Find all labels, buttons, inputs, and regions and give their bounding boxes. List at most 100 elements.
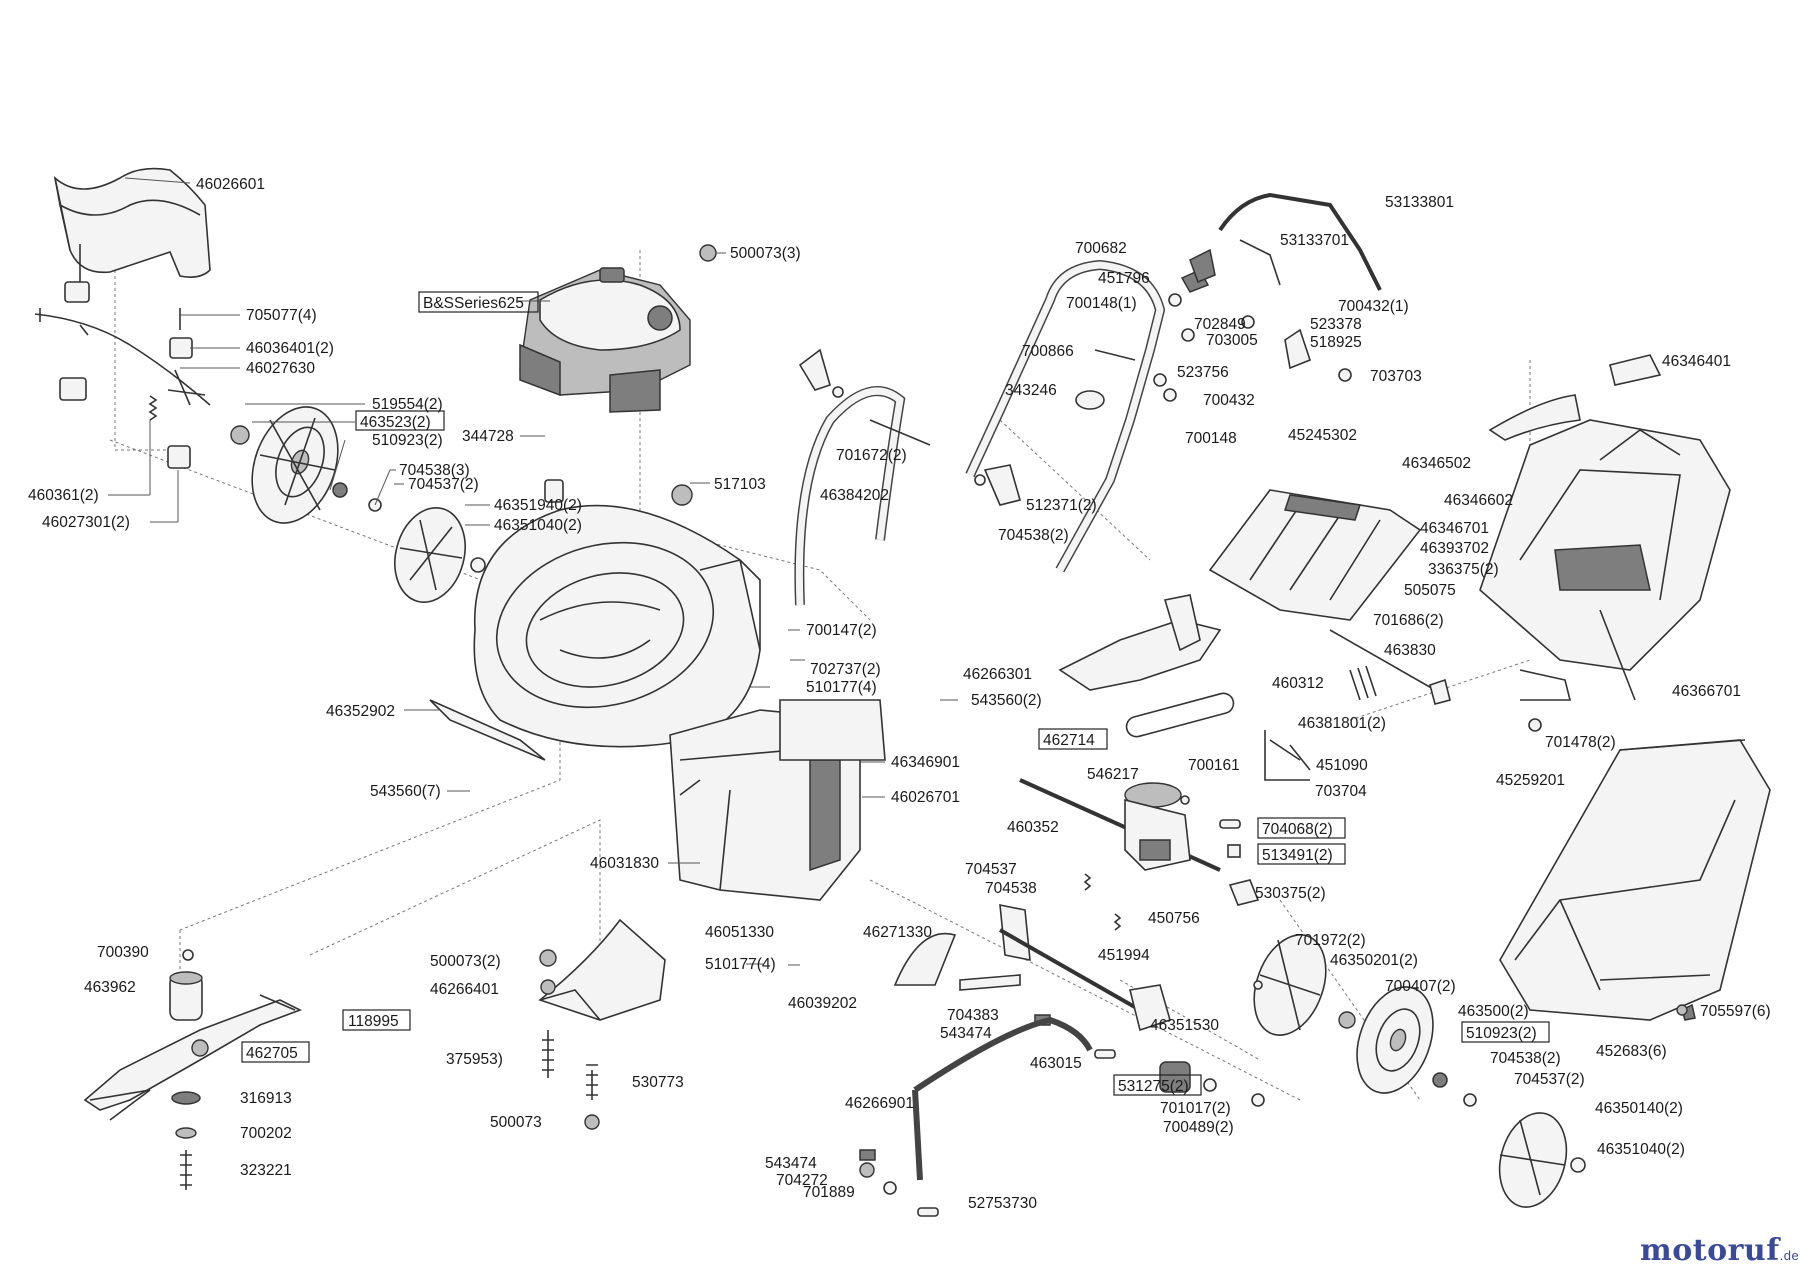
label-512371: 512371(2)	[1026, 497, 1097, 514]
label-46026701: 46026701	[891, 789, 960, 806]
label-46271330: 46271330	[863, 924, 932, 941]
grass-catcher-bag	[1499, 739, 1771, 1021]
label-702737: 702737(2)	[810, 661, 881, 678]
label-450756: 450756	[1148, 910, 1200, 927]
label-500073: 500073	[490, 1114, 542, 1131]
label-546217: 546217	[1087, 766, 1139, 783]
boxed-label-frames	[241, 291, 1550, 1096]
front-right-wheel	[1338, 986, 1477, 1107]
front-right-hubcap-dish	[1253, 934, 1327, 1036]
label-701017: 701017(2)	[1160, 1100, 1231, 1117]
blade-assembly	[83, 949, 302, 1190]
label-460312: 460312	[1272, 675, 1324, 692]
label-463523: 463523(2)	[360, 414, 431, 431]
label-460352: 460352	[1007, 819, 1059, 836]
label-500073-2: 500073(2)	[430, 953, 501, 970]
label-700489: 700489(2)	[1163, 1119, 1234, 1136]
label-46051330: 46051330	[705, 924, 774, 941]
label-46346901: 46346901	[891, 754, 960, 771]
lower-handle	[794, 348, 1021, 606]
label-46366701: 46366701	[1672, 683, 1741, 700]
label-46393702: 46393702	[1420, 540, 1489, 557]
label-52753730: 52753730	[968, 1195, 1037, 1212]
label-518925: 518925	[1310, 334, 1362, 351]
label-bs-series625: B&SSeries625	[423, 295, 524, 312]
label-451796: 451796	[1098, 270, 1150, 287]
logo-main-text: motoruf	[1640, 1233, 1780, 1268]
gearbox-assembly	[1019, 739, 1311, 931]
label-700148: 700148	[1185, 430, 1237, 447]
label-704538-3: 704538(3)	[399, 462, 470, 479]
part-labels: 46026601 705077(4) 46036401(2) 46027630 …	[28, 176, 1771, 1212]
rear-left-wheel	[230, 406, 382, 524]
label-703704: 703704	[1315, 783, 1367, 800]
label-46027301: 46027301(2)	[42, 514, 130, 531]
label-704537-2b: 704537(2)	[1514, 1071, 1585, 1088]
label-46039202: 46039202	[788, 995, 857, 1012]
label-323221: 323221	[240, 1162, 292, 1179]
label-46384202: 46384202	[820, 487, 889, 504]
label-460361: 460361(2)	[28, 487, 99, 504]
label-118995: 118995	[348, 1013, 399, 1030]
label-531275: 531275(2)	[1118, 1078, 1189, 1095]
label-336375: 336375(2)	[1428, 561, 1499, 578]
label-530375: 530375(2)	[1255, 885, 1326, 902]
label-462714: 462714	[1043, 732, 1095, 749]
label-704272: 704272	[776, 1172, 828, 1189]
label-463830: 463830	[1384, 642, 1436, 659]
label-704537-2a: 704537(2)	[408, 476, 479, 493]
label-700148-1: 700148(1)	[1066, 295, 1137, 312]
label-704537: 704537	[965, 861, 1017, 878]
label-46346701: 46346701	[1420, 520, 1489, 537]
label-700432-1: 700432(1)	[1338, 298, 1409, 315]
label-700390: 700390	[97, 944, 149, 961]
label-46036401: 46036401(2)	[246, 340, 334, 357]
label-700147: 700147(2)	[806, 622, 877, 639]
label-702849: 702849	[1194, 316, 1246, 333]
label-701478: 701478(2)	[1545, 734, 1616, 751]
label-46352902: 46352902	[326, 703, 395, 720]
label-701686: 701686(2)	[1373, 612, 1444, 629]
label-523756: 523756	[1177, 364, 1229, 381]
label-517103: 517103	[714, 476, 766, 493]
mulch-plug	[538, 918, 666, 1021]
label-463962: 463962	[84, 979, 136, 996]
upper-handle	[965, 192, 1382, 573]
label-704068: 704068(2)	[1262, 821, 1333, 838]
label-46350201: 46350201(2)	[1330, 952, 1418, 969]
label-700432: 700432	[1203, 392, 1255, 409]
right-hubcap	[1498, 1004, 1688, 1208]
label-530773: 530773	[632, 1074, 684, 1091]
label-523378: 523378	[1310, 316, 1362, 333]
label-704538-2b: 704538(2)	[1490, 1050, 1561, 1067]
engine-briggs-stratton	[519, 244, 717, 413]
label-452683: 452683(6)	[1596, 1043, 1667, 1060]
grass-box-lid	[1479, 354, 1731, 732]
label-510177-b: 510177(4)	[705, 956, 776, 973]
label-543560-2: 543560(2)	[971, 692, 1042, 709]
drive-belt	[1125, 692, 1235, 738]
label-704383: 704383	[947, 1007, 999, 1024]
label-46350140: 46350140(2)	[1595, 1100, 1683, 1117]
label-46351040-left: 46351040(2)	[494, 517, 582, 534]
discharge-chute	[1058, 594, 1222, 691]
label-46266301: 46266301	[963, 666, 1032, 683]
assembly-guides	[109, 240, 1600, 1101]
label-700202: 700202	[240, 1125, 292, 1142]
label-46027630: 46027630	[246, 360, 315, 377]
label-46026601: 46026601	[196, 176, 265, 193]
label-543474-b: 543474	[765, 1155, 817, 1172]
label-46381801: 46381801(2)	[1298, 715, 1386, 732]
label-700407: 700407(2)	[1385, 978, 1456, 995]
cable-guide-rod	[1264, 629, 1451, 781]
label-704538-2a: 704538(2)	[998, 527, 1069, 544]
label-46031830: 46031830	[590, 855, 659, 872]
label-510923-right: 510923(2)	[1466, 1025, 1537, 1042]
leader-lines	[108, 177, 958, 966]
label-700866: 700866	[1022, 343, 1074, 360]
label-462705: 462705	[246, 1045, 298, 1062]
label-519554: 519554(2)	[372, 396, 443, 413]
label-543560-7: 543560(7)	[370, 783, 441, 800]
label-375953: 375953)	[446, 1051, 503, 1068]
